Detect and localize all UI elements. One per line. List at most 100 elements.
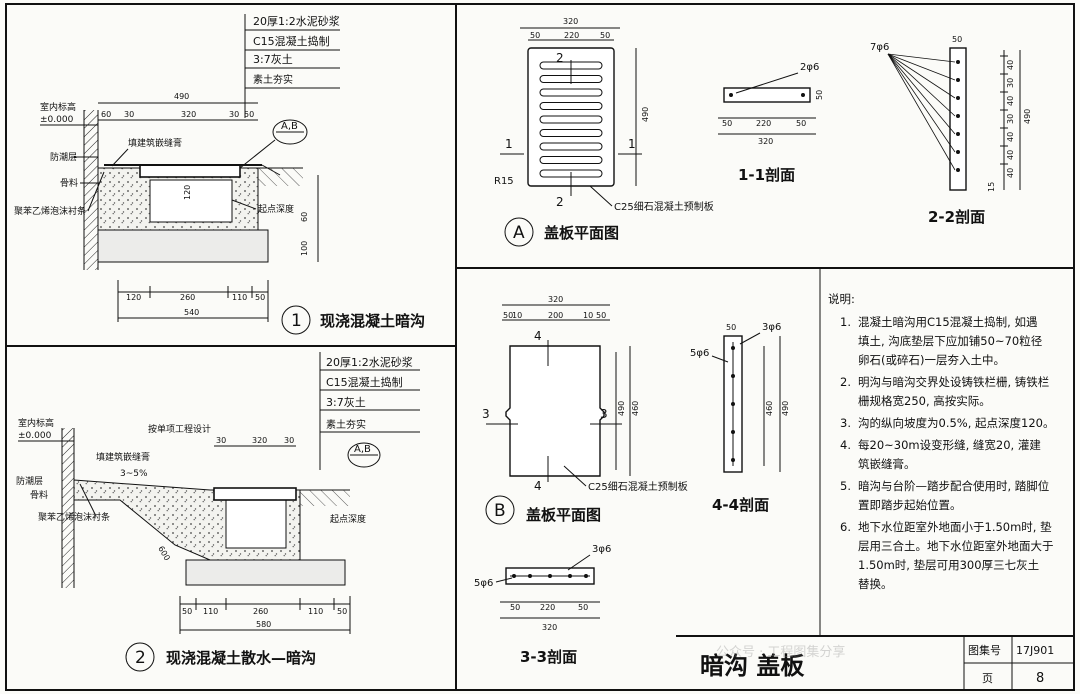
foam-label: 聚苯乙烯泡沫衬条: [38, 511, 110, 523]
dim-top-part: 30: [284, 436, 294, 445]
wall-hatch: [84, 110, 98, 270]
cut-label: 1: [505, 137, 513, 151]
detail-caption: 现浇混凝土散水—暗沟: [166, 649, 316, 667]
rebar-leader: [887, 53, 956, 171]
cut-label: 3: [600, 407, 608, 421]
detail-2: 20厚1:2水泥砂浆 C15混凝土捣制 3:7灰土 素土夯实 室内标高 ±0.0…: [16, 352, 420, 672]
drain-slot: [539, 156, 603, 164]
dim-bottom-part: 50: [255, 293, 265, 302]
plinth-label: 骨料: [60, 177, 78, 189]
reference-bubble: [347, 442, 381, 468]
cut-label: 3: [482, 407, 490, 421]
cover-letter: A: [513, 223, 525, 243]
ground-hatch: [300, 490, 350, 506]
note-line: 栅规格宽250, 高按实际。: [858, 394, 991, 408]
filler-label: 填建筑嵌缝膏: [96, 451, 150, 463]
rebar-leader: [887, 53, 956, 135]
rebar-dot: [956, 96, 960, 100]
dim-vertical: 100: [300, 241, 309, 256]
dim-inner: 460: [765, 401, 774, 416]
rebar-label: 3φ6: [762, 322, 781, 333]
note-line: 明沟与暗沟交界处设铸铁栏栅, 铸铁栏: [858, 375, 1049, 389]
dim-total: 320: [542, 623, 557, 632]
plate-section: [723, 87, 811, 103]
cover-plate-outline: [505, 345, 605, 477]
lime-soil-layer: [97, 229, 269, 263]
cut-label: 4: [534, 479, 542, 493]
floor-level-value: ±0.000: [18, 431, 52, 441]
layer-label: 素土夯实: [326, 418, 366, 431]
reference-label: A,B: [354, 444, 371, 455]
reference-bubble: [272, 119, 308, 145]
start-depth-label: 起点深度: [258, 203, 294, 215]
dim-top-part: 60: [101, 110, 111, 119]
layer-label: C15混凝土捣制: [326, 375, 403, 389]
dim-chain-label: 30: [1006, 114, 1015, 124]
dim-outer: 460: [631, 401, 640, 416]
layer-label: 20厚1:2水泥砂浆: [326, 355, 413, 369]
moisture-label: 防潮层: [50, 151, 77, 163]
dim-part: 50: [503, 311, 513, 320]
section-caption: 1-1剖面: [738, 166, 795, 184]
dim-total: 320: [758, 137, 773, 146]
section-caption: 4-4剖面: [712, 496, 769, 514]
dim-part: 50: [596, 311, 606, 320]
rebar-dot: [956, 78, 960, 82]
dim-part: 200: [548, 311, 563, 320]
drain-slot: [539, 142, 603, 151]
dim-part: 50: [600, 31, 610, 40]
note-number: 4.: [840, 438, 851, 452]
material-label: C25细石混凝土预制板: [588, 480, 688, 493]
notes-heading: 说明:: [828, 292, 855, 306]
rebar-dot: [956, 114, 960, 118]
dim-top-part: 30: [229, 110, 239, 119]
floor-level-label: 室内标高: [18, 417, 54, 429]
dim-height: 490: [641, 107, 650, 122]
dim-width: 320: [563, 17, 578, 26]
rebar-dot: [731, 402, 735, 406]
note-number: 6.: [840, 520, 851, 534]
layer-label: 3:7灰土: [326, 395, 366, 409]
foam-label: 聚苯乙烯泡沫衬条: [14, 205, 86, 217]
cover-caption: 盖板平面图: [526, 506, 601, 524]
layer-label: 20厚1:2水泥砂浆: [253, 14, 340, 28]
section-4-4: 50 3φ6 5φ6 460 490 4-4剖面: [690, 322, 790, 514]
rebar-dot: [731, 346, 735, 350]
cover-caption: 盖板平面图: [544, 224, 619, 242]
note-line: 替换。: [858, 577, 893, 591]
slope-label: 3~5%: [120, 469, 148, 479]
dim-thickness: 50: [726, 323, 736, 332]
dim-bottom: 15: [987, 182, 996, 192]
dim-thickness: 50: [815, 90, 824, 100]
section-caption: 3-3剖面: [520, 648, 577, 666]
dim-top-part: 50: [244, 110, 254, 119]
dim-bottom-part: 260: [180, 293, 195, 302]
sheet-frame: [5, 3, 1075, 691]
rebar-leader: [887, 53, 956, 99]
cover-b-plan: 320 50 10 200 10 50 3 3 4 4 490 460 C25细…: [482, 295, 688, 525]
rebar-dots: [956, 60, 960, 172]
section-1-1: 2φ6 50 50 220 50 320 1-1剖面: [718, 62, 824, 184]
cover-letter-circle: [504, 217, 534, 247]
detail-1: 20厚1:2水泥砂浆 C15混凝土捣制 3:7灰土 素土夯实 室内标高 ±0.0…: [14, 14, 425, 335]
section-3-3: 3φ6 5φ6 50 220 50 320 3-3剖面: [474, 544, 611, 666]
layer-label: C15混凝土捣制: [253, 34, 330, 48]
detail-number: 1: [291, 311, 302, 331]
page-label: 页: [982, 672, 993, 685]
rebar-leader: [887, 53, 956, 81]
dim-top: 50: [952, 35, 962, 44]
dim-bottom-part: 110: [308, 607, 323, 616]
note-line: 暗沟与台阶—踏步配合使用时, 踏脚位: [858, 479, 1049, 493]
dim-bottom-part: 50: [337, 607, 347, 616]
dim-side: 600: [156, 545, 171, 563]
dim-bottom-total: 540: [184, 308, 199, 317]
plate-section: [949, 47, 967, 191]
rebar-label: 5φ6: [474, 578, 493, 589]
drain-slot: [539, 88, 603, 97]
watermark-text: 公众号 · 工程图集分享: [716, 644, 845, 660]
dim-chain-label: 40: [1006, 168, 1015, 178]
channel-void: [149, 179, 233, 223]
